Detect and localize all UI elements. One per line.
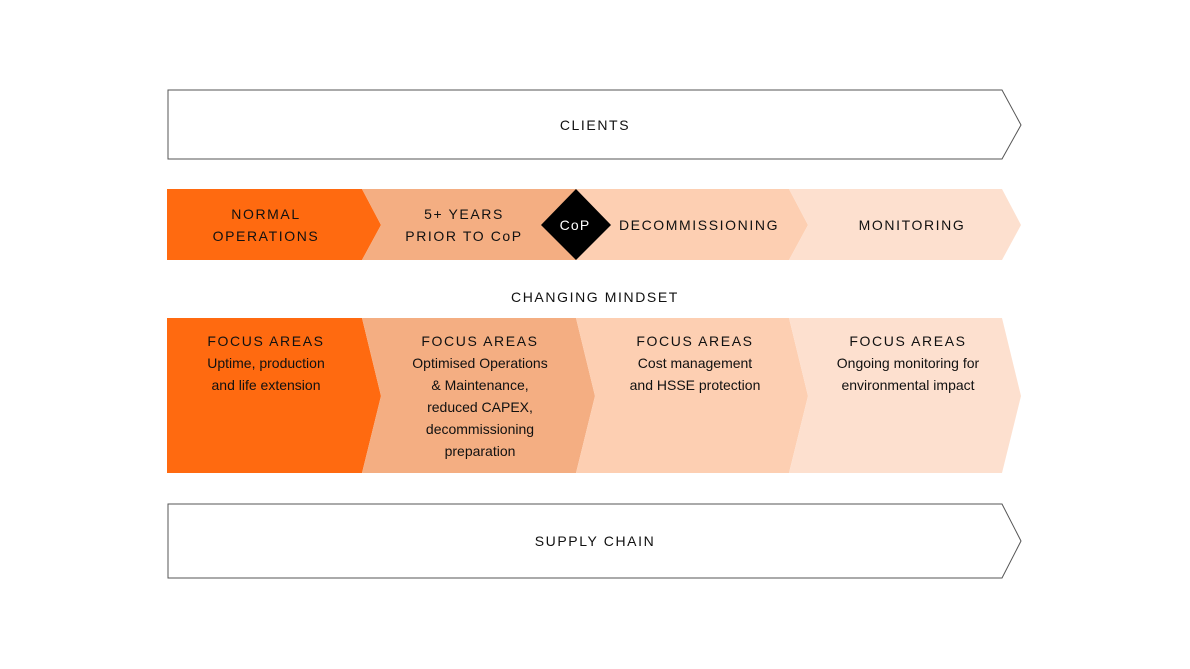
focus-decommissioning-chevron <box>576 318 808 473</box>
focus-text: Optimised Operations & Maintenance, redu… <box>412 355 548 459</box>
focus-text: Uptime, production and life extension <box>207 355 325 393</box>
focus-text: Cost management and HSSE protection <box>629 355 761 393</box>
stage-normal-operations-line1: NORMAL <box>231 206 301 222</box>
supply-chain-arrow <box>167 503 1022 579</box>
stage-decommissioning-label: DECOMMISSIONING <box>618 217 780 233</box>
stage-prior-to-cop-label: 5+ YEARS PRIOR TO CoP <box>362 203 566 247</box>
focus-heading: FOCUS AREAS <box>849 333 967 349</box>
focus-text: Ongoing monitoring for environmental imp… <box>836 355 980 393</box>
focus-normal-operations-chevron <box>167 318 381 473</box>
clients-arrow <box>167 89 1022 160</box>
stage-prior-to-cop-chevron <box>362 189 595 260</box>
stage-monitoring-label: MONITORING <box>858 217 966 233</box>
stage-normal-operations-label: NORMAL OPERATIONS <box>167 203 365 247</box>
cop-label: CoP <box>559 217 591 233</box>
focus-prior-to-cop-chevron <box>362 318 595 473</box>
supply-chain-label: SUPPLY CHAIN <box>534 533 656 549</box>
stage-prior-to-cop-line2: PRIOR TO CoP <box>405 228 523 244</box>
focus-column-4: FOCUS AREAS Ongoing monitoring for envir… <box>802 330 1014 396</box>
stage-monitoring-chevron <box>789 189 1021 260</box>
focus-column-2: FOCUS AREAS Optimised Operations & Maint… <box>376 330 584 462</box>
focus-monitoring-chevron <box>789 318 1021 473</box>
focus-heading: FOCUS AREAS <box>207 333 325 349</box>
stage-normal-operations-line2: OPERATIONS <box>212 228 320 244</box>
focus-heading: FOCUS AREAS <box>636 333 754 349</box>
stage-decommissioning-chevron <box>576 189 808 260</box>
cop-diamond <box>541 189 611 260</box>
stage-normal-operations-chevron <box>167 189 381 260</box>
clients-label: CLIENTS <box>559 117 631 133</box>
focus-column-1: FOCUS AREAS Uptime, production and life … <box>167 330 365 396</box>
changing-mindset-label: CHANGING MINDSET <box>511 289 679 305</box>
focus-heading: FOCUS AREAS <box>421 333 539 349</box>
focus-column-3: FOCUS AREAS Cost management and HSSE pro… <box>590 330 800 396</box>
stage-prior-to-cop-line1: 5+ YEARS <box>424 206 504 222</box>
